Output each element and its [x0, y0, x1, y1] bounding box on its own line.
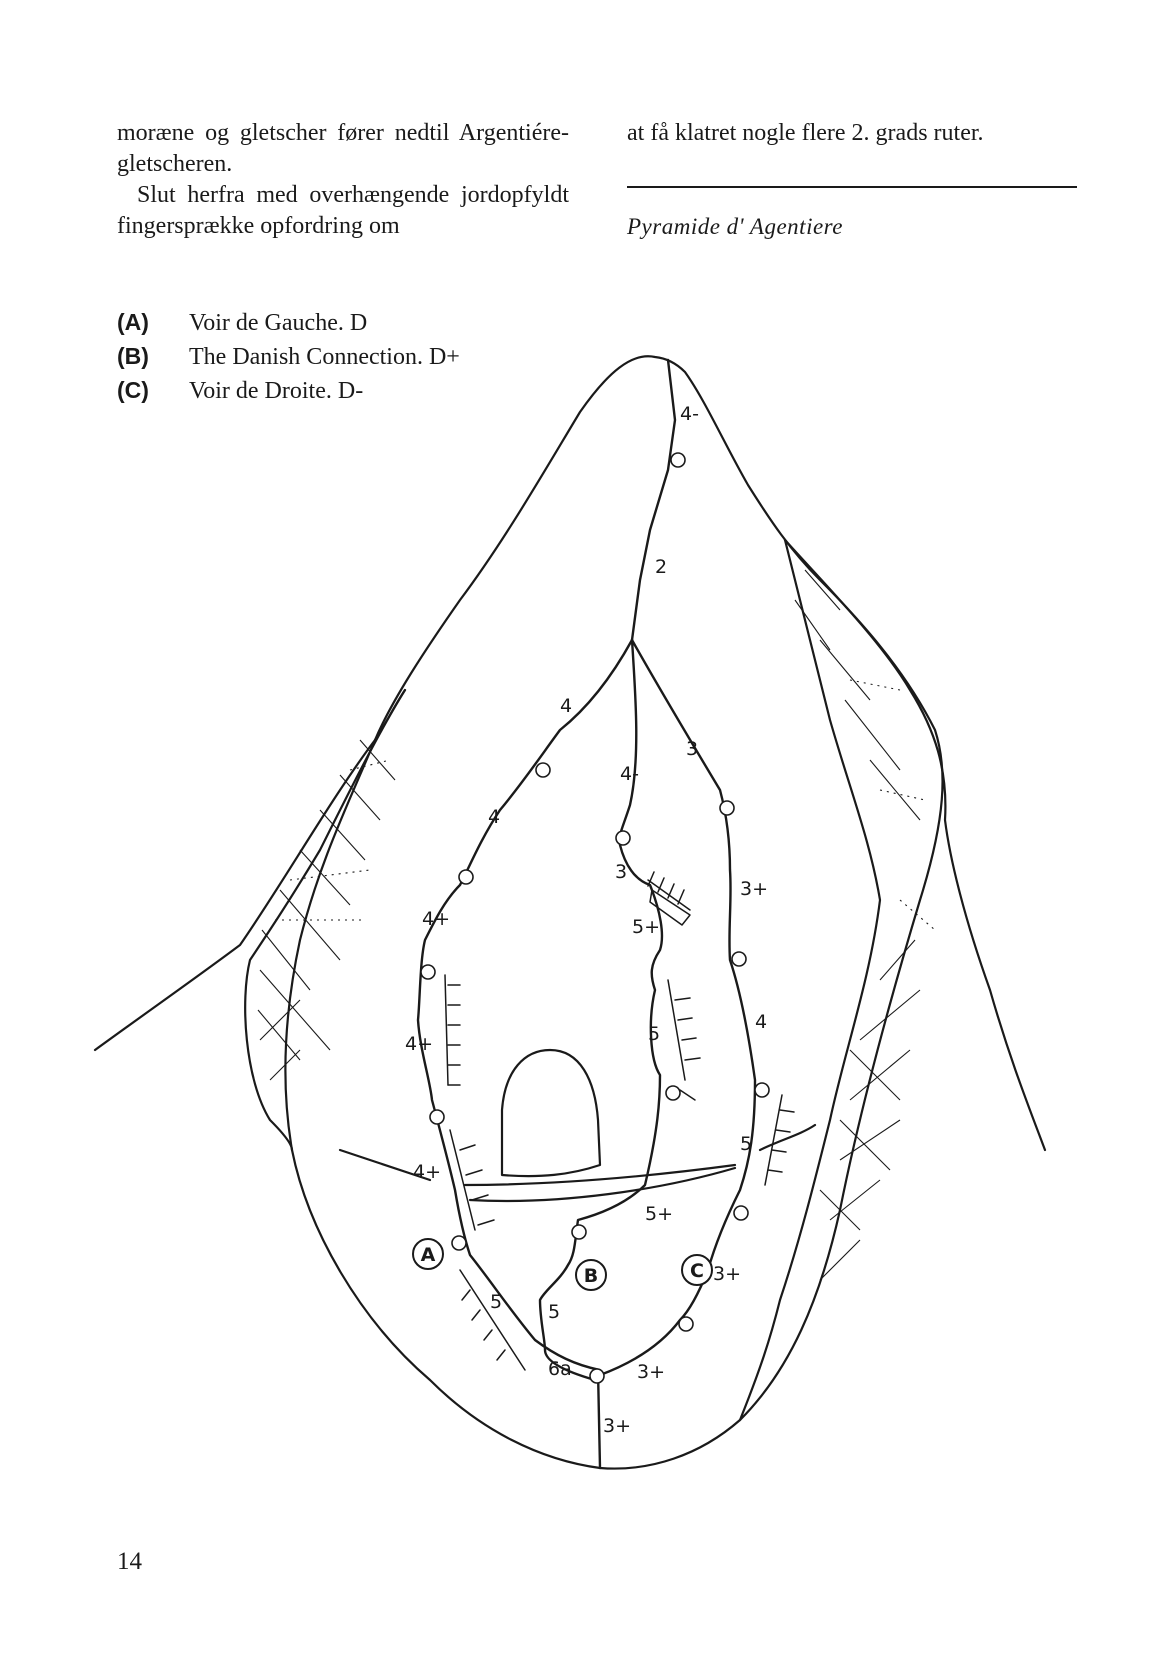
right-couloir-outer — [785, 540, 1045, 1150]
grade-b2: 3 — [615, 861, 627, 883]
terrace-band — [465, 1165, 735, 1201]
grade-a6: 5 — [490, 1291, 502, 1313]
right-couloir-inner — [740, 540, 880, 1420]
route-label-b: B — [576, 1260, 606, 1290]
base-route-line — [598, 1370, 600, 1468]
grade-c4: 5 — [740, 1133, 752, 1155]
left-couloir-hatching — [258, 740, 395, 1080]
grade-b3: 5+ — [632, 916, 660, 938]
grade-a5: 4+ — [413, 1161, 441, 1183]
grade-b7: 6a — [548, 1358, 572, 1380]
route-label-c: C — [682, 1255, 712, 1285]
grade-b6: 5 — [548, 1301, 560, 1323]
ledge-right — [760, 1125, 815, 1150]
route-label-a: A — [413, 1239, 443, 1269]
cave-arch — [502, 1050, 600, 1176]
grade-b1: 4- — [620, 763, 639, 785]
route-label-b-text: B — [584, 1265, 598, 1287]
route-label-c-text: C — [690, 1260, 704, 1282]
grade-c5: 3+ — [713, 1263, 741, 1285]
grade-a4: 4+ — [405, 1033, 433, 1055]
grade-c1: 3 — [686, 738, 698, 760]
grade-c3: 4 — [755, 1011, 767, 1033]
page-number: 14 — [117, 1548, 142, 1576]
grade-b5: 5+ — [645, 1203, 673, 1225]
grade-c6: 3+ — [637, 1361, 665, 1383]
grade-top: 4- — [680, 403, 699, 425]
grade-b4: 5 — [648, 1023, 660, 1045]
rock-outline — [285, 356, 942, 1468]
grade-a1: 4 — [560, 695, 572, 717]
summit-route-line — [632, 360, 675, 640]
grade-a2: 4 — [488, 806, 500, 828]
route-label-a-text: A — [421, 1244, 436, 1266]
grade-a3: 4+ — [422, 908, 450, 930]
grade-base: 3+ — [603, 1415, 631, 1437]
left-couloir-outer — [95, 690, 405, 1050]
grade-c2: 3+ — [740, 878, 768, 900]
grade-summit-ridge: 2 — [655, 556, 667, 578]
